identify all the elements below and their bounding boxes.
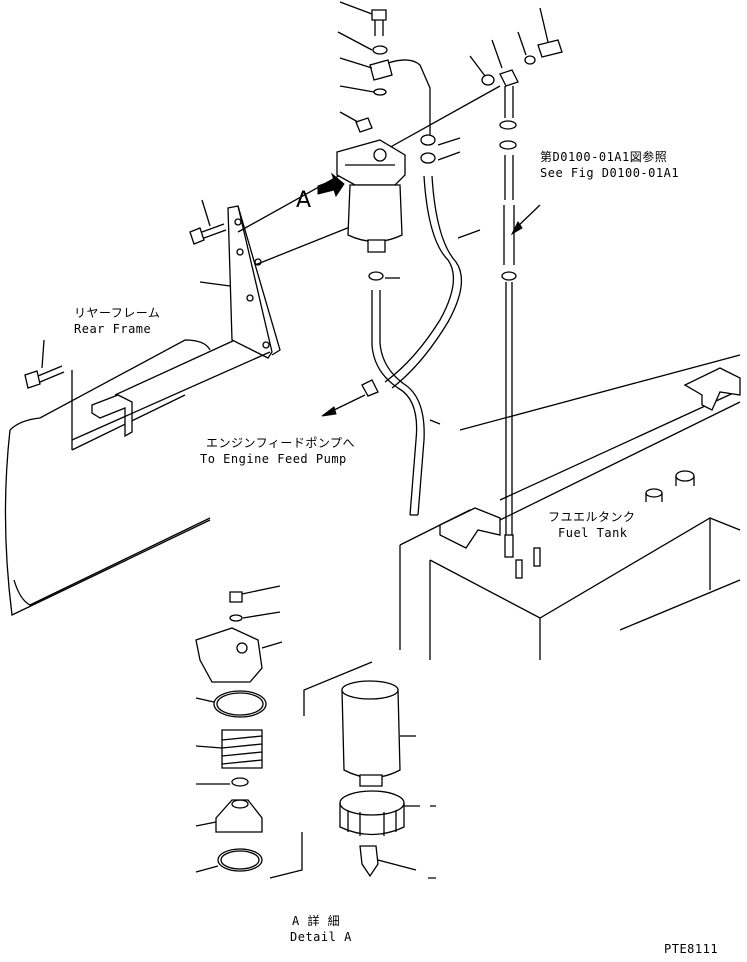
hose-clamp bbox=[420, 152, 436, 164]
view-arrow bbox=[317, 172, 345, 198]
fuel-tank-label-ja: フユエルタンク bbox=[548, 510, 636, 524]
mounting-plate bbox=[199, 205, 281, 359]
pump-arrow-line bbox=[329, 394, 366, 413]
fuel-tank bbox=[399, 354, 741, 660]
engine-pump-label-en: To Engine Feed Pump bbox=[200, 452, 347, 466]
fuel-filter bbox=[336, 139, 406, 253]
see-fig-label-ja: 第D0100-01A1図参照 bbox=[540, 150, 668, 164]
view-a-label: A bbox=[296, 188, 312, 213]
fuel-tank-label-en: Fuel Tank bbox=[558, 526, 628, 540]
top-bolt bbox=[337, 1, 431, 140]
see-fig-arrowhead bbox=[510, 221, 523, 236]
supply-pipe bbox=[469, 7, 563, 535]
detail-label-en: Detail A bbox=[290, 930, 352, 944]
feed-hose bbox=[361, 271, 425, 516]
rear-frame bbox=[4, 339, 236, 616]
assembly-line bbox=[71, 351, 271, 441]
figure-code: PTE8111 bbox=[664, 942, 719, 956]
engine-pump-label-ja: エンジンフィードポンプへ bbox=[206, 436, 356, 450]
pump-arrowhead bbox=[321, 406, 337, 417]
detail-label-ja: A 詳 細 bbox=[292, 914, 341, 928]
rear-frame-label-en: Rear Frame bbox=[74, 322, 152, 336]
return-hose bbox=[391, 175, 462, 389]
rear-frame-label-ja: リヤーフレーム bbox=[74, 306, 161, 320]
return-hose bbox=[384, 175, 454, 383]
detail-a bbox=[195, 585, 436, 879]
frame-bolt bbox=[24, 339, 65, 389]
hose-clamp bbox=[420, 134, 436, 146]
see-fig-label-en: See Fig D0100-01A1 bbox=[540, 166, 680, 180]
plate-bolt bbox=[189, 199, 227, 245]
